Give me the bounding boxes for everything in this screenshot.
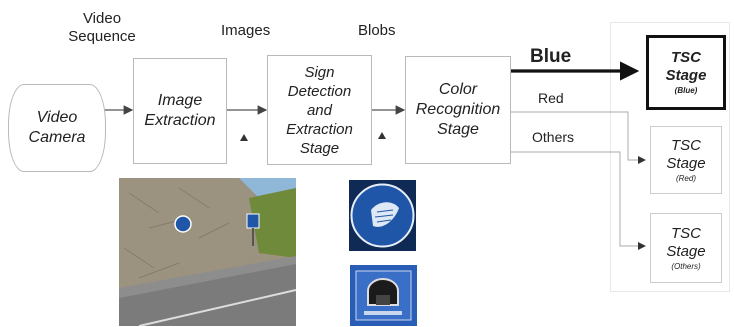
- color-recognition-box: Color Recognition Stage: [405, 56, 511, 164]
- tsc-blue-title: TSC Stage: [665, 49, 707, 84]
- video-camera-text: Video Camera: [28, 109, 86, 146]
- road-scene-photo: [119, 178, 296, 326]
- color-recognition-text: Color Recognition Stage: [415, 81, 501, 138]
- video-camera-node: Video Camera: [8, 84, 106, 172]
- tsc-red-title: TSC Stage: [666, 136, 706, 172]
- blob-round-sign: [349, 180, 416, 251]
- image-extraction-text: Image Extraction: [144, 92, 216, 129]
- tsc-stage-others: TSC Stage (Others): [650, 213, 722, 283]
- blobs-label: Blobs: [358, 22, 396, 39]
- sign-detection-box: Sign Detection and Extraction Stage: [267, 55, 372, 165]
- sign-detection-text: Sign Detection and Extraction Stage: [286, 63, 353, 157]
- blob-up-arrow: [378, 132, 386, 139]
- blob-rect-sign: [350, 265, 417, 326]
- tsc-stage-red: TSC Stage (Red): [650, 126, 722, 194]
- tsc-stage-blue: TSC Stage (Blue): [646, 35, 726, 110]
- tsc-others-title: TSC Stage: [666, 224, 706, 260]
- arrow-red-output: [510, 111, 640, 161]
- video-sequence-label: Video Sequence: [68, 10, 136, 45]
- others-label: Others: [532, 129, 575, 145]
- image-extraction-box: Image Extraction: [133, 58, 227, 164]
- tsc-others-sub: (Others): [671, 261, 701, 271]
- arrow-others-output: [510, 151, 640, 247]
- images-label: Images: [221, 22, 271, 39]
- image-up-arrow: [240, 134, 248, 141]
- tsc-red-sub: (Red): [675, 173, 696, 183]
- red-label: Red: [538, 90, 564, 106]
- blue-label: Blue: [530, 46, 572, 67]
- tsc-blue-sub: (Blue): [674, 86, 698, 95]
